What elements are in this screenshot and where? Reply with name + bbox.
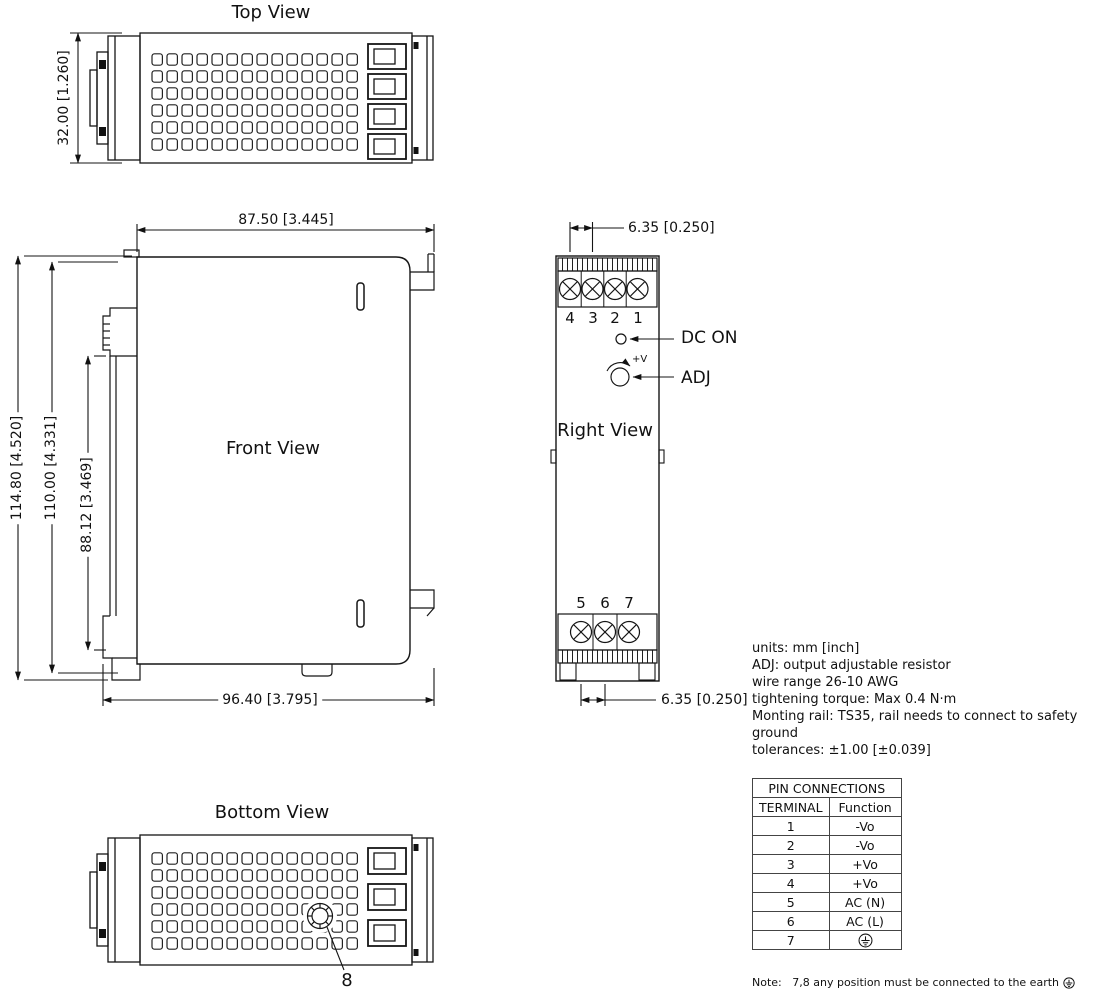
right-view-title: Right View: [557, 420, 653, 441]
note-line: wire range 26-10 AWG: [752, 675, 899, 690]
vent-slot: [356, 282, 365, 311]
terminal-number: 2: [610, 309, 620, 327]
terminal-number: 5: [576, 594, 586, 612]
pin-table-col-terminal: TERMINAL: [752, 797, 830, 817]
pin-table-note: Note: 7,8 any position must be connected…: [752, 976, 1075, 989]
notes-block: units: mm [inch] ADJ: output adjustable …: [752, 640, 1100, 759]
front-width-bottom-dimension: 96.40 [3.795]: [218, 692, 322, 708]
right-pitch-bottom-dimension: 6.35 [0.250]: [661, 692, 748, 708]
dimension-32: [70, 32, 122, 164]
terminal-block: [367, 847, 407, 947]
note-line: tightening torque: Max 0.4 N·m: [752, 692, 957, 707]
terminal-block-top: [557, 270, 658, 308]
bottom-view-title: Bottom View: [214, 802, 330, 823]
pin-table-header-row: TERMINAL Function: [752, 797, 902, 817]
earth-ground-icon: [858, 933, 873, 948]
table-row: 1 -Vo: [752, 816, 902, 836]
pin-table-title-row: PIN CONNECTIONS: [752, 778, 902, 798]
bottom-view-drawing: [89, 834, 434, 971]
table-row: 6 AC (L): [752, 911, 902, 931]
note-line: units: mm [inch]: [752, 641, 860, 656]
earth-ground-icon: [1062, 977, 1075, 989]
terminal-number: 4: [565, 309, 575, 327]
terminal-number: 6: [600, 594, 610, 612]
dc-on-label: DC ON: [681, 328, 738, 348]
front-view-title: Front View: [226, 438, 320, 459]
terminal-screws-top: [558, 277, 649, 301]
vent-slot: [356, 599, 365, 628]
right-dimensions: [569, 222, 656, 706]
top-view-drawing: [70, 32, 434, 164]
top-height-dimension: 32.00 [1.260]: [56, 46, 72, 150]
note-line: tolerances: ±1.00 [±0.039]: [752, 743, 931, 758]
front-view-drawing: [15, 224, 435, 706]
right-view-drawing: [550, 222, 674, 706]
din-rail-bracket: [102, 307, 141, 681]
top-view-title: Top View: [231, 2, 311, 23]
note-line: ADJ: output adjustable resistor: [752, 658, 951, 673]
terminal-number: 1: [633, 309, 643, 327]
table-row: 4 +Vo: [752, 873, 902, 893]
right-pitch-top-dimension: 6.35 [0.250]: [628, 220, 715, 236]
front-height-outer-dimension: 114.80 [4.520]: [9, 411, 25, 525]
din-clip: [89, 837, 141, 963]
table-row: 3 +Vo: [752, 854, 902, 874]
note-line: Monting rail: TS35, rail needs to connec…: [752, 709, 1078, 741]
table-row: 5 AC (N): [752, 892, 902, 912]
vent-grid: [150, 850, 360, 952]
earth-screw-callout: 8: [341, 970, 353, 991]
front-height-inner-dimension: 88.12 [3.469]: [79, 453, 95, 557]
table-row: 7: [752, 930, 902, 950]
dc-on-led: [615, 333, 627, 345]
front-width-top-dimension: 87.50 [3.445]: [238, 212, 334, 228]
terminal-block-bottom: [557, 613, 658, 651]
vent-grid: [150, 51, 360, 153]
pin-table-note-prefix: Note:: [752, 976, 782, 989]
adj-label: ADJ: [681, 368, 711, 388]
adj-plus-v-label: +V: [632, 354, 648, 365]
earth-screw: [303, 899, 337, 933]
pin-table-note-text: 7,8 any position must be connected to th…: [792, 976, 1059, 989]
table-row: 2 -Vo: [752, 835, 902, 855]
adj-potentiometer: [610, 367, 630, 387]
terminal-number: 3: [588, 309, 598, 327]
din-clip: [89, 35, 141, 161]
terminal-number: 7: [624, 594, 634, 612]
terminal-screws-bottom: [569, 620, 641, 644]
pin-table-title: PIN CONNECTIONS: [752, 778, 902, 798]
pin-connections-table: PIN CONNECTIONS TERMINAL Function 1 -Vo …: [752, 778, 902, 950]
pin-table-col-function: Function: [828, 797, 902, 817]
callout-leader: [326, 926, 345, 971]
front-height-mid-dimension: 110.00 [4.331]: [43, 411, 59, 525]
terminal-block: [367, 43, 407, 160]
